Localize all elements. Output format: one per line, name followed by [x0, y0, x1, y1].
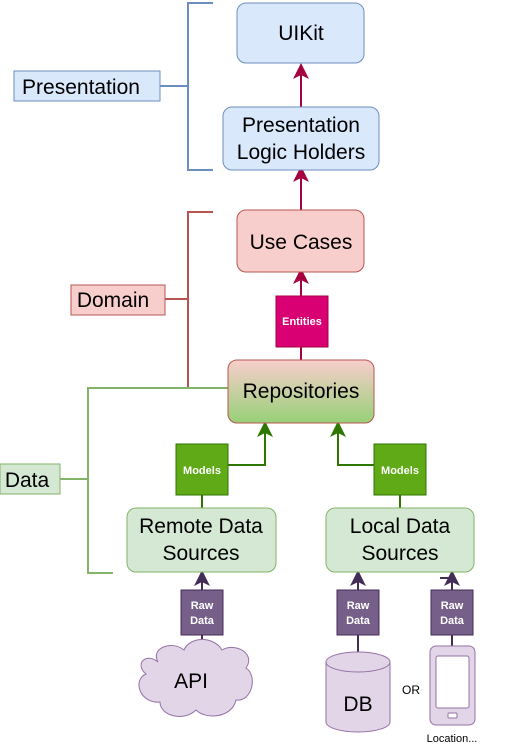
- raw-data-tag-location-line1: Raw: [441, 600, 464, 612]
- remote-label-line2: Sources: [162, 542, 239, 565]
- layer-label-presentation: Presentation: [13, 70, 161, 102]
- uikit-label: UIKit: [278, 22, 324, 45]
- presentation-logic-holders-box: Presentation Logic Holders: [222, 106, 380, 171]
- data-bracket: [60, 387, 228, 574]
- raw-data-tag-api-line1: Raw: [191, 600, 214, 612]
- models-tag-remote: Models: [175, 443, 229, 496]
- raw-data-tag-location: Raw Data: [430, 589, 474, 636]
- layer-label-domain: Domain: [70, 284, 166, 316]
- use-cases-box: Use Cases: [236, 209, 365, 273]
- raw-data-tag-api-line2: Data: [190, 615, 215, 627]
- uikit-box: UIKit: [236, 2, 365, 64]
- or-text: OR: [402, 683, 420, 697]
- remote-label-line1: Remote Data: [139, 515, 263, 538]
- layer-label-presentation-text: Presentation: [22, 76, 140, 99]
- raw-data-tag-location-line2: Data: [440, 615, 465, 627]
- api-label: API: [174, 670, 208, 693]
- models-tag-remote-text: Models: [183, 465, 221, 477]
- layer-label-domain-text: Domain: [77, 289, 149, 312]
- repositories-box: Repositories: [227, 359, 375, 424]
- api-cloud: API: [138, 639, 253, 717]
- local-label-line1: Local Data: [350, 515, 451, 538]
- local-label-line2: Sources: [361, 542, 438, 565]
- plh-label-line1: Presentation: [242, 114, 360, 137]
- raw-data-tag-api: Raw Data: [180, 589, 224, 636]
- entities-tag: Entities: [275, 295, 329, 348]
- db-cylinder: DB: [325, 651, 391, 733]
- plh-label-line2: Logic Holders: [237, 141, 365, 164]
- layer-label-data-text: Data: [5, 469, 50, 492]
- models-tag-local: Models: [373, 443, 427, 496]
- entities-tag-text: Entities: [282, 316, 322, 328]
- raw-data-tag-db-line2: Data: [346, 615, 371, 627]
- domain-bracket: [165, 211, 213, 389]
- db-label: DB: [343, 693, 372, 716]
- use-cases-label: Use Cases: [250, 231, 353, 254]
- local-data-sources-box: Local Data Sources: [325, 507, 475, 573]
- raw-data-tag-db-line1: Raw: [347, 600, 370, 612]
- repositories-label: Repositories: [243, 380, 360, 403]
- location-label: Location...: [427, 733, 478, 745]
- presentation-bracket: [160, 2, 213, 171]
- models-tag-local-text: Models: [381, 465, 419, 477]
- layer-label-data: Data: [0, 463, 61, 495]
- remote-data-sources-box: Remote Data Sources: [126, 507, 277, 573]
- raw-data-tag-db: Raw Data: [336, 589, 380, 636]
- phone-icon: [429, 645, 476, 726]
